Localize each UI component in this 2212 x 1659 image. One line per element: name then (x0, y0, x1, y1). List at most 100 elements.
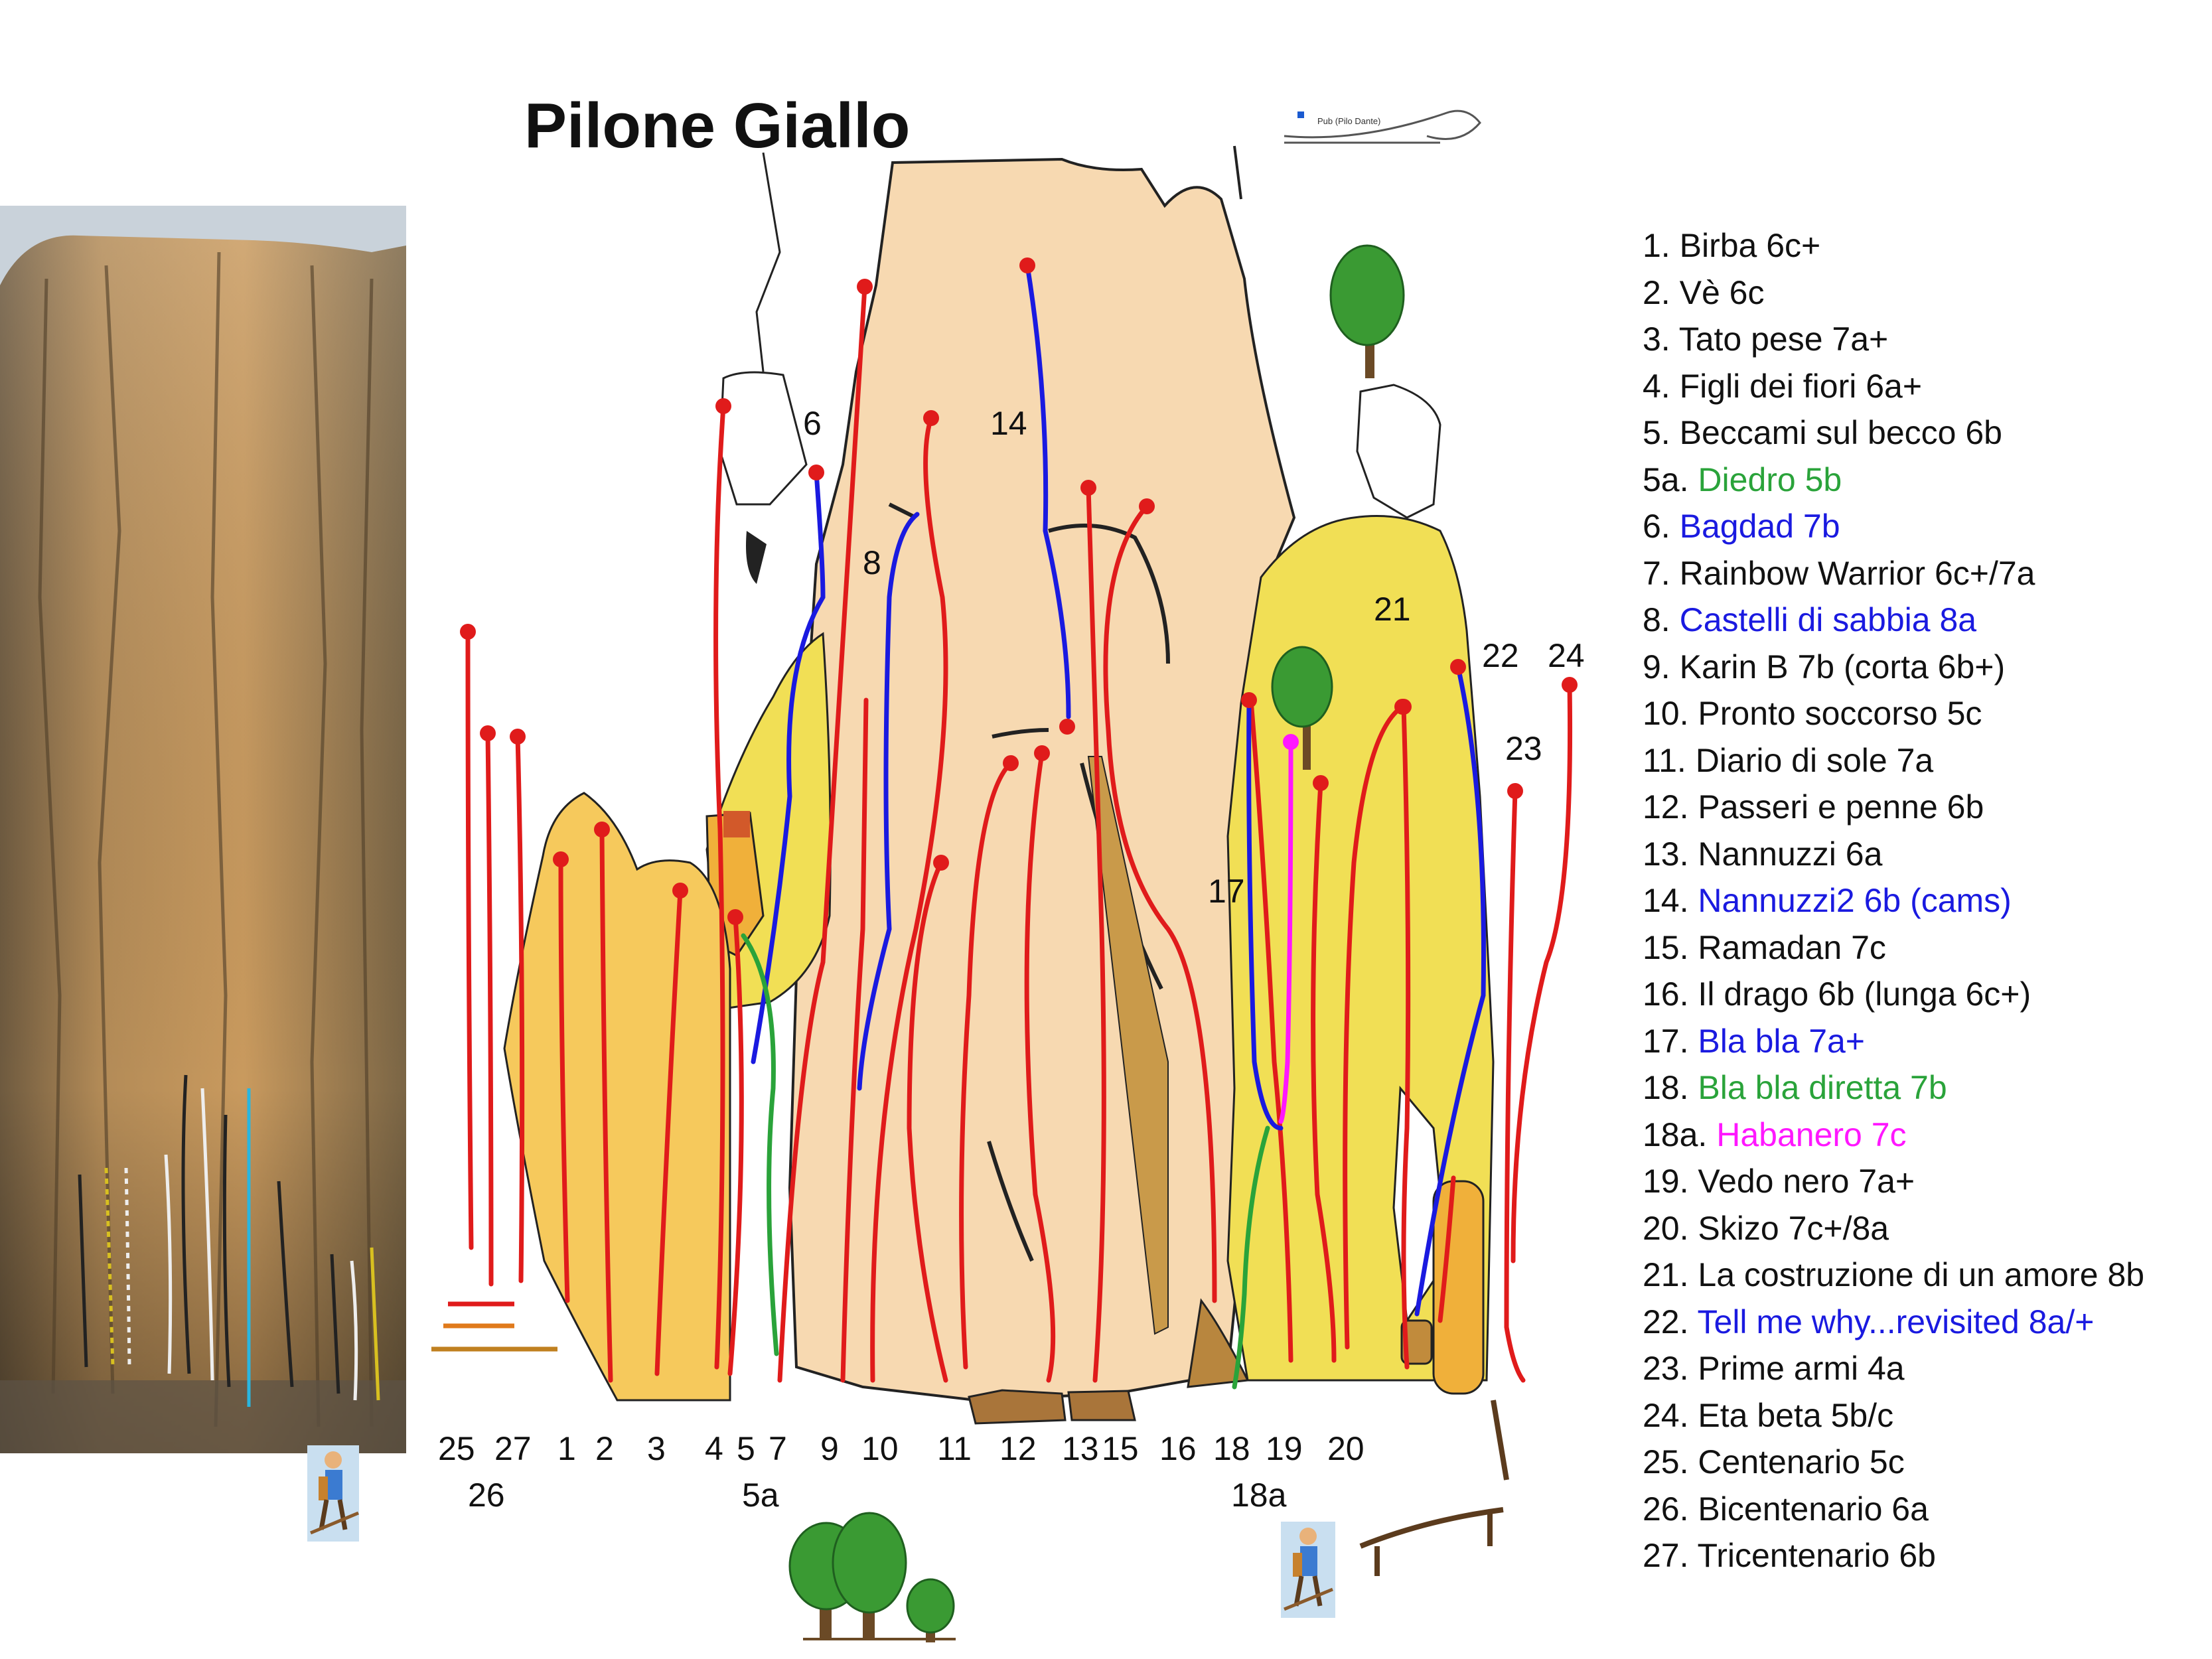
top-route-labels: 6 14 8 21 22 24 23 17 (803, 405, 1585, 910)
legend-item-number: 5. (1643, 414, 1670, 451)
anchor-13 (1034, 745, 1050, 761)
legend-item-number: 9. (1643, 648, 1670, 685)
route-line-25 (465, 629, 474, 1250)
legend-item: 3. Tato pese 7a+ (1643, 316, 2144, 363)
legend-item-name: Tato pese 7a+ (1678, 321, 1889, 358)
legend-item-number: 11. (1643, 741, 1686, 779)
legend-item: 11. Diario di sole 7a (1643, 737, 2144, 784)
legend-item-name: Skizo 7c+/8a (1698, 1209, 1889, 1247)
legend-item-number: 12. (1643, 788, 1689, 826)
legend-item: 1. Birba 6c+ (1643, 222, 2144, 269)
legend-item-name: Eta beta 5b/c (1698, 1396, 1894, 1434)
legend-item-number: 24. (1643, 1396, 1689, 1434)
legend-item: 27. Tricentenario 6b (1643, 1532, 2144, 1579)
legend-item: 18a. Habanero 7c (1643, 1112, 2144, 1159)
label-top-21: 21 (1374, 591, 1411, 628)
legend-item-name: Beccami sul becco 6b (1679, 414, 2002, 451)
legend-item: 15. Ramadan 7c (1643, 924, 2144, 972)
route-line-11 (907, 860, 948, 1383)
anchor-dots (460, 257, 1578, 925)
anchor-26 (480, 725, 496, 741)
label-bottom-25: 25 (438, 1430, 475, 1467)
route-line-21 (1401, 704, 1411, 1370)
route-line-16 (1103, 504, 1217, 1303)
route-line-6 (751, 470, 826, 1064)
legend-item: 26. Bicentenario 6a (1643, 1486, 2144, 1533)
legend-item-number: 17. (1643, 1022, 1689, 1060)
legend-item-name: Nannuzzi 6a (1698, 835, 1883, 873)
route-line-5 (727, 914, 744, 1376)
legend-item-name: Birba 6c+ (1679, 227, 1821, 264)
legend-item: 25. Centenario 5c (1643, 1439, 2144, 1486)
legend-item-number: 18a. (1643, 1116, 1708, 1153)
legend-item-name: Centenario 5c (1698, 1443, 1905, 1480)
label-bottom-4: 4 (705, 1430, 723, 1467)
anchor-23 (1507, 783, 1523, 799)
route-line-20 (1311, 780, 1337, 1363)
route-line-15 (1086, 485, 1106, 1383)
legend-item: 22. Tell me why...revisited 8a/+ (1643, 1299, 2144, 1346)
legend-item-number: 3. (1643, 321, 1670, 358)
red-block (723, 811, 750, 837)
anchor-18a (1283, 734, 1299, 750)
bench-sketch (1359, 1400, 1509, 1576)
legend-item-name: Vedo nero 7a+ (1698, 1163, 1915, 1200)
legend-item: 20. Skizo 7c+/8a (1643, 1205, 2144, 1252)
label-bottom-10: 10 (861, 1430, 899, 1467)
route-line-12 (959, 760, 1013, 1370)
label-bottom-13: 13 (1062, 1430, 1099, 1467)
legend-item-name: Ramadan 7c (1698, 928, 1886, 966)
route-line-5a (741, 933, 779, 1356)
legend-item-name: Tell me why...revisited 8a/+ (1697, 1303, 2095, 1340)
left-block (503, 792, 731, 1402)
label-bottom-7: 7 (769, 1430, 787, 1467)
legend-item: 19. Vedo nero 7a+ (1643, 1158, 2144, 1205)
climber-icon-left (307, 1445, 359, 1542)
label-top-22: 22 (1482, 637, 1519, 674)
inset-caption: Pub (Pilo Dante) (1317, 116, 1380, 126)
anchor-14b (1059, 719, 1075, 735)
legend-item-number: 26. (1643, 1490, 1689, 1528)
route-line-26 (485, 731, 494, 1287)
route-line-24 (1511, 682, 1573, 1263)
route-line-7 (777, 284, 867, 1383)
legend-item-name: Karin B 7b (corta 6b+) (1679, 648, 2006, 685)
legend-item-number: 20. (1643, 1209, 1689, 1247)
legend-item-name: Il drago 6b (lunga 6c+) (1698, 975, 2031, 1013)
route-line-17 (1246, 697, 1284, 1131)
climber-icon-right (1281, 1522, 1335, 1618)
legend-item-number: 13. (1643, 835, 1689, 873)
legend-item-name: Passeri e penne 6b (1698, 788, 1984, 826)
label-top-14: 14 (990, 405, 1027, 442)
legend-item: 16. Il drago 6b (lunga 6c+) (1643, 971, 2144, 1018)
anchor-12 (1003, 755, 1019, 771)
anchor-15 (1080, 480, 1096, 496)
legend-item: 17. Bla bla 7a+ (1643, 1018, 2144, 1065)
legend-item-name: Bicentenario 6a (1698, 1490, 1929, 1528)
legend-item-number: 27. (1643, 1537, 1689, 1574)
legend-item-name: Castelli di sabbia 8a (1679, 601, 1977, 638)
legend-item: 5a. Diedro 5b (1643, 457, 2144, 504)
anchor-14 (1019, 257, 1035, 273)
label-bottom-11: 11 (937, 1430, 972, 1467)
route-line-20b (1343, 704, 1405, 1350)
route-line-22 (1414, 664, 1487, 1317)
route-line-19 (1248, 697, 1293, 1363)
page-title: Pilone Giallo (524, 90, 911, 161)
label-bottom-26: 26 (468, 1477, 505, 1514)
legend-item: 23. Prime armi 4a (1643, 1345, 2144, 1392)
legend-item: 8. Castelli di sabbia 8a (1643, 597, 2144, 644)
label-bottom-19: 19 (1266, 1430, 1303, 1467)
label-top-8: 8 (863, 544, 881, 581)
label-bottom-18: 18 (1213, 1430, 1250, 1467)
label-bottom-15: 15 (1102, 1430, 1139, 1467)
label-bottom-27: 27 (494, 1430, 532, 1467)
legend-item-number: 7. (1643, 554, 1670, 592)
legend-item-number: 10. (1643, 695, 1689, 732)
legend-item-number: 5a. (1643, 461, 1689, 498)
anchor-20 (1313, 775, 1329, 791)
label-bottom-12: 12 (999, 1430, 1037, 1467)
legend-item-name: Figli dei fiori 6a+ (1679, 367, 1923, 405)
route-line-18a (1278, 739, 1293, 1124)
